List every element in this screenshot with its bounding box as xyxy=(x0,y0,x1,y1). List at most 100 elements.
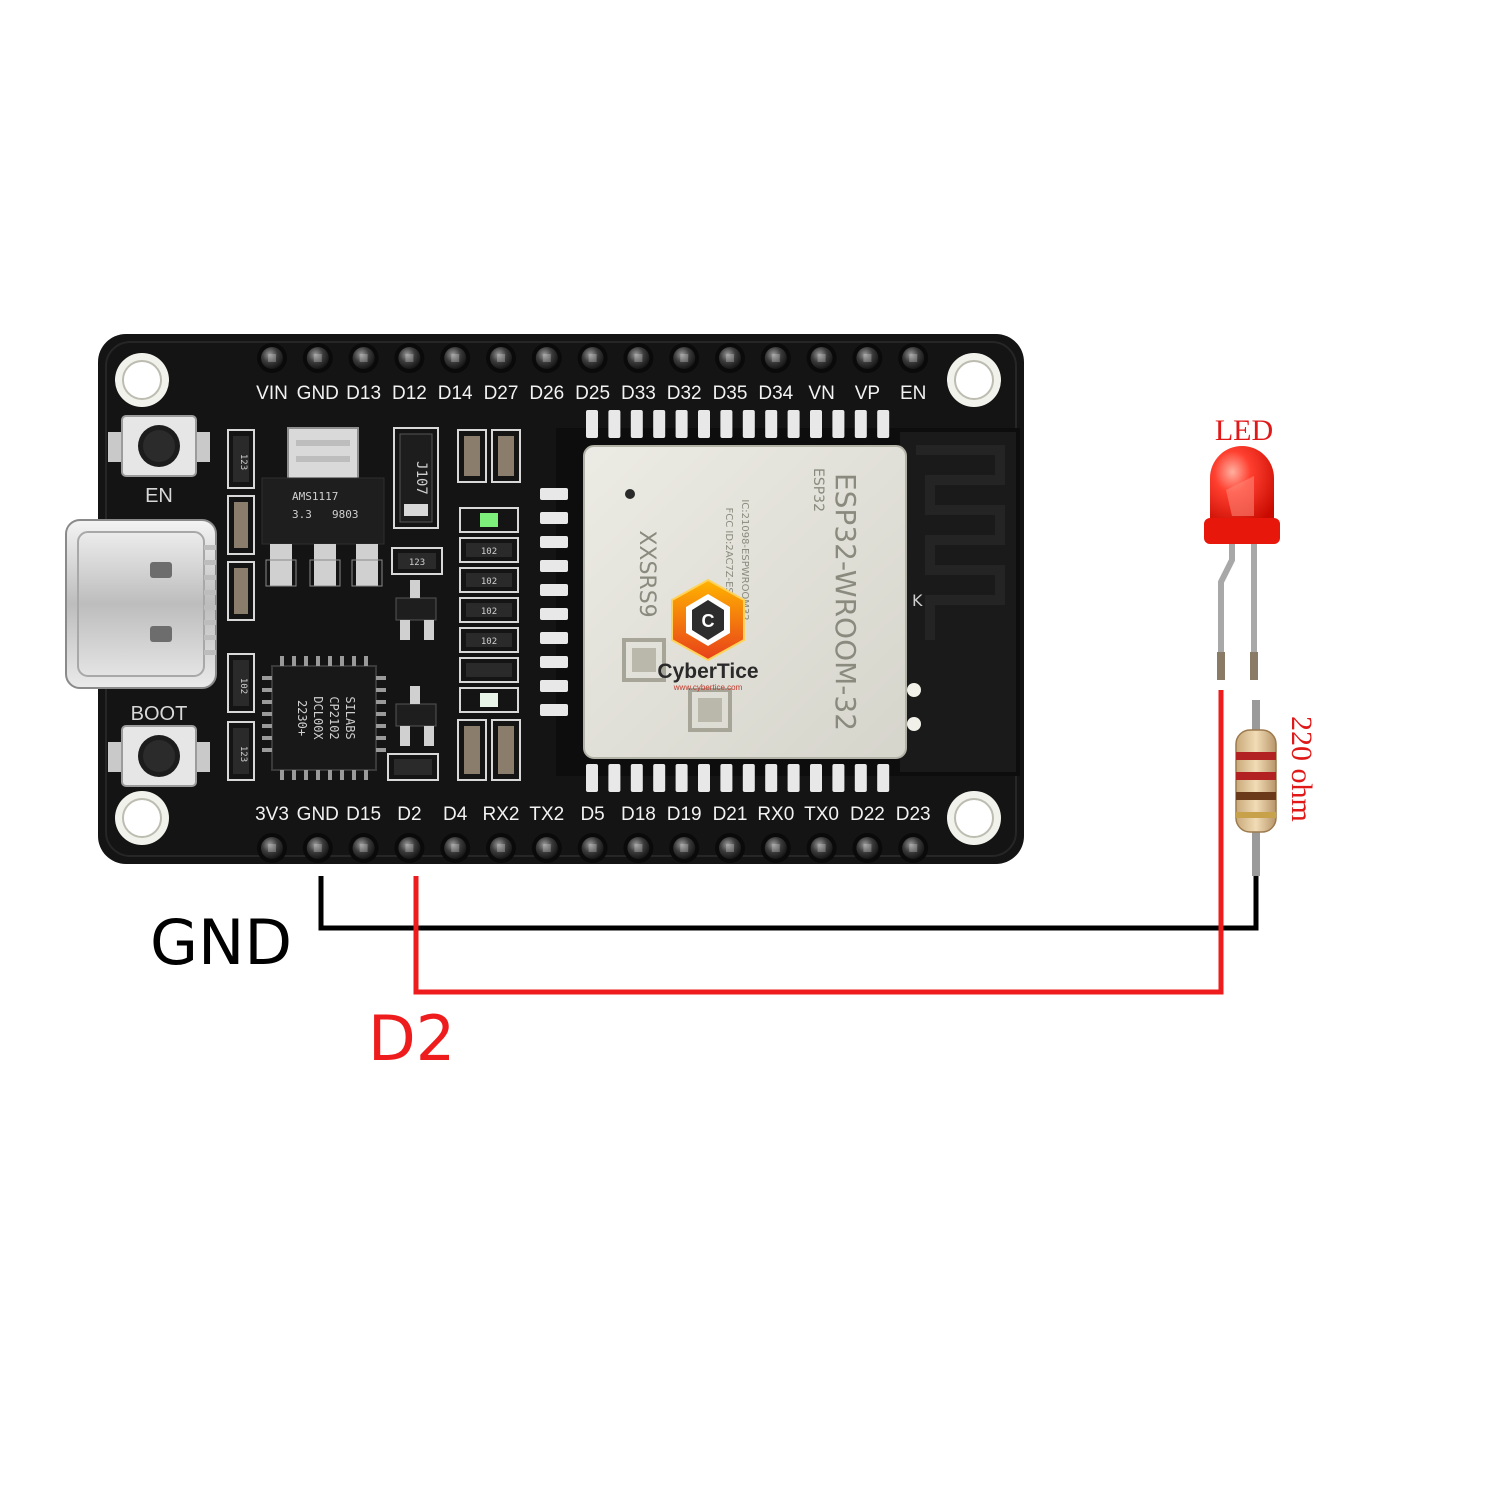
header-pin-d5[interactable] xyxy=(577,833,608,863)
header-pin-d34[interactable] xyxy=(760,343,791,373)
resistor-code: 123 xyxy=(409,558,425,568)
pin-label: D32 xyxy=(667,383,702,404)
header-pin-tx2[interactable] xyxy=(531,833,562,863)
module-pad xyxy=(540,704,568,716)
header-pin-3v3[interactable] xyxy=(257,833,287,863)
module-pad xyxy=(608,764,621,792)
boot-button-label: BOOT xyxy=(131,703,188,725)
usb-uart-chip xyxy=(262,656,386,780)
pin-label: D26 xyxy=(529,383,564,404)
smd-capacitor xyxy=(227,495,255,555)
header-pin-d25[interactable] xyxy=(577,343,608,373)
usb-c-connector[interactable] xyxy=(65,519,217,689)
header-pin-d2[interactable] xyxy=(394,833,425,863)
module-pad xyxy=(742,764,755,792)
module-pad xyxy=(742,410,755,438)
smd-led-power xyxy=(459,507,519,533)
header-pin-vp[interactable] xyxy=(852,343,883,373)
transistor xyxy=(387,686,439,781)
pin-label: D12 xyxy=(392,383,427,404)
header-pin-d12[interactable] xyxy=(394,343,425,373)
bottom-header-pins xyxy=(257,833,929,863)
smd-resistor xyxy=(227,653,255,713)
module-pad xyxy=(698,410,710,438)
logo-name: CyberTice xyxy=(657,660,758,683)
smd-resistor xyxy=(227,721,255,781)
transistor xyxy=(391,547,443,640)
regulator-marking: 3.3 xyxy=(292,508,312,521)
chip-marking: CP2102 xyxy=(327,696,341,739)
header-pin-gnd[interactable] xyxy=(302,343,333,373)
header-pin-d22[interactable] xyxy=(852,833,883,863)
smd-capacitor xyxy=(491,719,521,781)
smd-capacitor xyxy=(457,719,487,781)
mounting-hole xyxy=(947,353,1001,407)
module-pad xyxy=(540,488,568,500)
header-pin-d32[interactable] xyxy=(669,343,700,373)
module-pad xyxy=(832,764,845,792)
chip-marking: 2230+ xyxy=(295,700,309,736)
mounting-hole xyxy=(115,791,169,845)
module-pad xyxy=(653,764,666,792)
smd-resistor xyxy=(227,429,255,489)
header-pin-tx0[interactable] xyxy=(806,833,837,863)
en-button-label: EN xyxy=(145,485,173,507)
header-pin-d35[interactable] xyxy=(715,343,745,373)
mounting-hole xyxy=(115,353,169,407)
header-pin-d26[interactable] xyxy=(531,343,562,373)
header-pin-d33[interactable] xyxy=(623,343,654,373)
module-pad xyxy=(630,764,643,792)
header-pin-rx2[interactable] xyxy=(486,833,516,863)
en-button[interactable] xyxy=(108,415,210,477)
smd-resistor xyxy=(459,537,519,563)
pin-label: D22 xyxy=(850,804,885,825)
module-pad xyxy=(675,764,688,792)
pin-label: D27 xyxy=(484,383,519,404)
header-pin-en[interactable] xyxy=(898,343,929,373)
header-pin-d4[interactable] xyxy=(440,833,471,863)
module-pad xyxy=(720,764,733,792)
mounting-hole xyxy=(947,791,1001,845)
header-pin-rx0[interactable] xyxy=(760,833,791,863)
resistor-code: 123 xyxy=(238,454,248,470)
pin-label: RX2 xyxy=(483,804,520,825)
resistor-label: 220 ohm xyxy=(1285,716,1318,822)
module-marking: ESP32 xyxy=(810,468,826,512)
led-label: LED xyxy=(1215,414,1273,447)
module-pad xyxy=(787,764,800,792)
module-pad xyxy=(854,410,867,438)
pin-label: D35 xyxy=(713,383,748,404)
module-pad xyxy=(720,410,733,438)
module-fcc: FCC ID:2AC7Z-ESP32 xyxy=(723,508,734,613)
pin-label: D15 xyxy=(346,804,381,825)
pin-label: D4 xyxy=(443,804,468,825)
module-pad xyxy=(854,764,867,792)
header-pin-d23[interactable] xyxy=(898,833,929,863)
module-pad xyxy=(586,410,598,438)
header-pin-d14[interactable] xyxy=(440,343,471,373)
pin-label: D2 xyxy=(397,804,421,825)
pin-label: TX0 xyxy=(804,804,839,825)
d2-label: D2 xyxy=(368,1002,455,1075)
header-pin-vn[interactable] xyxy=(806,343,837,373)
d2-wire xyxy=(413,690,1224,995)
smd-led-status xyxy=(459,687,519,713)
diode-marking: J107 xyxy=(413,461,429,495)
header-pin-d19[interactable] xyxy=(669,833,700,863)
boot-button[interactable] xyxy=(108,725,210,787)
header-pin-d13[interactable] xyxy=(348,343,379,373)
header-pin-gnd[interactable] xyxy=(302,833,333,863)
header-pin-d18[interactable] xyxy=(623,833,654,863)
pin-label: D18 xyxy=(621,804,656,825)
header-pin-d27[interactable] xyxy=(486,343,516,373)
regulator-marking: AMS1117 xyxy=(292,490,338,503)
module-ic: IC:21098-ESPWROOM32 xyxy=(739,499,750,620)
smd-capacitor xyxy=(457,429,487,483)
module-pad xyxy=(765,764,778,792)
header-pin-vin[interactable] xyxy=(257,343,287,373)
header-pin-d15[interactable] xyxy=(348,833,379,863)
header-pin-d21[interactable] xyxy=(715,833,745,863)
